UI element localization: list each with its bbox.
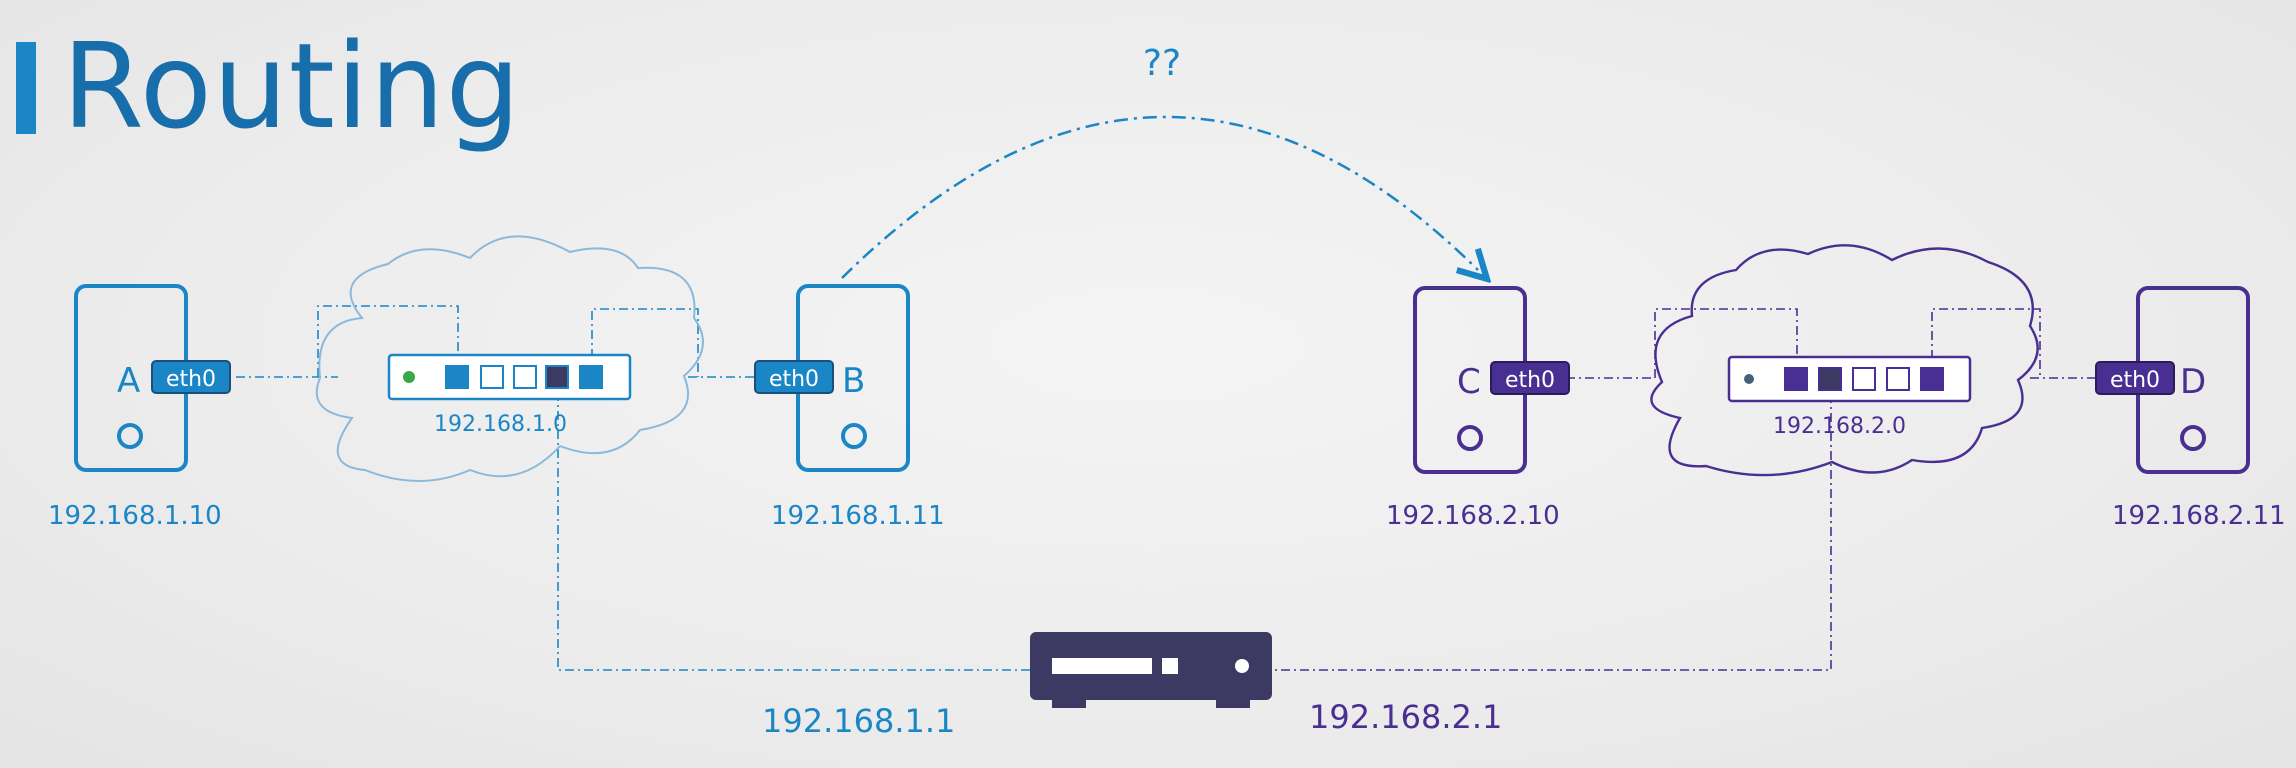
eth0-a-label: eth0: [166, 367, 216, 392]
power-icon: [2180, 425, 2206, 451]
router-icon: [1030, 632, 1272, 708]
power-icon: [117, 423, 143, 449]
host-a-label: A: [117, 361, 140, 401]
switch-led: [1744, 374, 1754, 384]
power-icon: [841, 423, 867, 449]
switch-port: [1920, 367, 1944, 391]
switch-port: [513, 365, 537, 389]
link-switch-right-uplink2: [1931, 308, 2041, 378]
link-switch-right-uplink1: [1654, 308, 1798, 378]
switch-left: [387, 353, 632, 401]
switch-port: [1784, 367, 1808, 391]
unknown-route-arrow: [841, 115, 1478, 278]
eth0-c-label: eth0: [1505, 368, 1555, 393]
link-switch-router-left: [557, 392, 1030, 671]
switch-port: [480, 365, 504, 389]
power-icon: [1457, 425, 1483, 451]
switch-port: [1852, 367, 1876, 391]
page-title: Routing: [62, 17, 522, 155]
switch-port: [545, 365, 569, 389]
link-switch-left-uplink2: [591, 308, 699, 377]
network-right-address: 192.168.2.0: [1773, 414, 1906, 439]
eth0-badge-b: [754, 360, 834, 394]
eth0-b-label: eth0: [769, 367, 819, 392]
network-cloud-right: [1650, 244, 2039, 477]
host-b-label: B: [842, 361, 865, 401]
eth0-badge-a: [151, 360, 231, 394]
eth0-badge-d: [2095, 361, 2175, 395]
host-c-ip: 192.168.2.10: [1386, 501, 1560, 531]
link-switch-left-uplink1: [317, 305, 459, 377]
eth0-badge-c: [1490, 361, 1570, 395]
host-d-label: D: [2180, 362, 2206, 402]
host-a-ip: 192.168.1.10: [48, 501, 222, 531]
network-cloud-left: [315, 235, 704, 482]
network-left-address: 192.168.1.0: [434, 412, 567, 437]
switch-port: [579, 365, 603, 389]
switch-led: [403, 371, 415, 383]
title-accent-bar: [16, 42, 36, 134]
link-switch-router-right: [1272, 394, 1832, 671]
switch-port: [445, 365, 469, 389]
switch-port: [1818, 367, 1842, 391]
host-d-ip: 192.168.2.11: [2112, 501, 2286, 531]
host-c-label: C: [1457, 362, 1481, 402]
eth0-d-label: eth0: [2110, 368, 2160, 393]
router-right-ip: 192.168.2.1: [1309, 698, 1502, 736]
switch-port: [1886, 367, 1910, 391]
question-mark-label: ??: [1143, 43, 1181, 84]
host-b-ip: 192.168.1.11: [771, 501, 945, 531]
router-left-ip: 192.168.1.1: [762, 702, 955, 740]
switch-right: [1727, 355, 1972, 403]
